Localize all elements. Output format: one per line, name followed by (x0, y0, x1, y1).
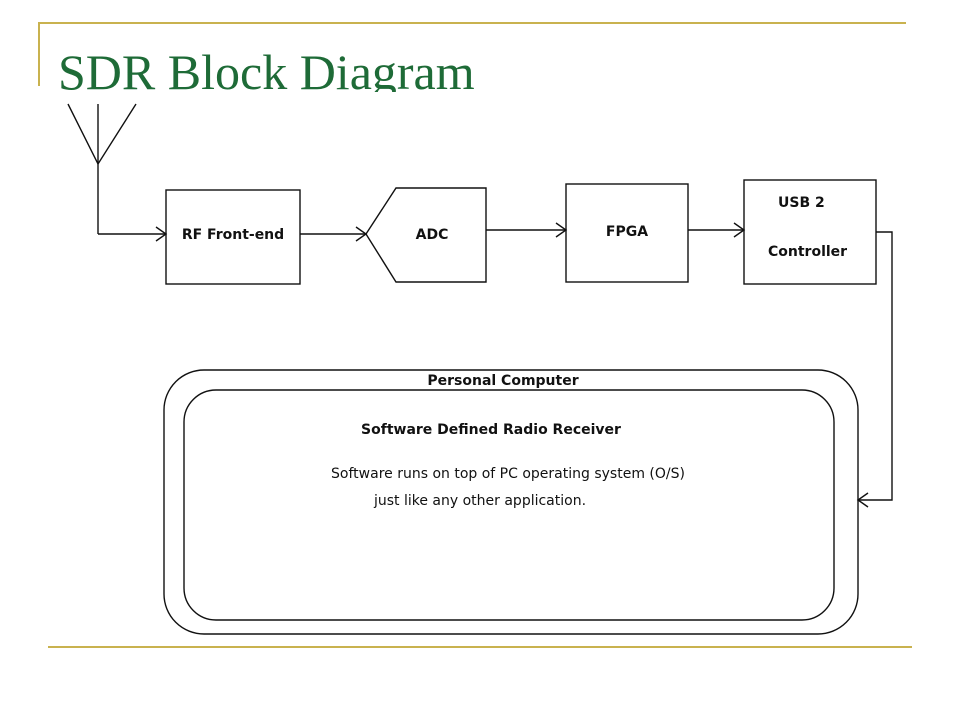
fpga-block (565, 183, 689, 283)
bottom-rule (48, 646, 912, 648)
fpga-label: FPGA (606, 224, 648, 240)
usb-label-line2: Controller (768, 244, 847, 260)
adc-block (365, 187, 487, 283)
adc-label: ADC (416, 227, 449, 243)
rf-frontend-label: RF Front-end (182, 227, 284, 243)
sdr-description-line1: Software runs on top of PC operating sys… (331, 466, 685, 482)
rf-frontend-block (165, 189, 301, 285)
antenna-icon (67, 103, 137, 234)
sdr-software-frame (183, 389, 835, 621)
personal-computer-label: Personal Computer (427, 373, 578, 389)
diagram-background (60, 92, 912, 640)
sdr-description-line2: just like any other application. (373, 493, 586, 509)
left-rule (38, 22, 40, 86)
top-rule (38, 22, 906, 24)
usb-label-line1: USB 2 (778, 195, 825, 211)
slide-title: SDR Block Diagram (58, 44, 475, 100)
personal-computer-frame (163, 369, 859, 635)
sdr-receiver-title: Software Defined Radio Receiver (361, 422, 621, 438)
